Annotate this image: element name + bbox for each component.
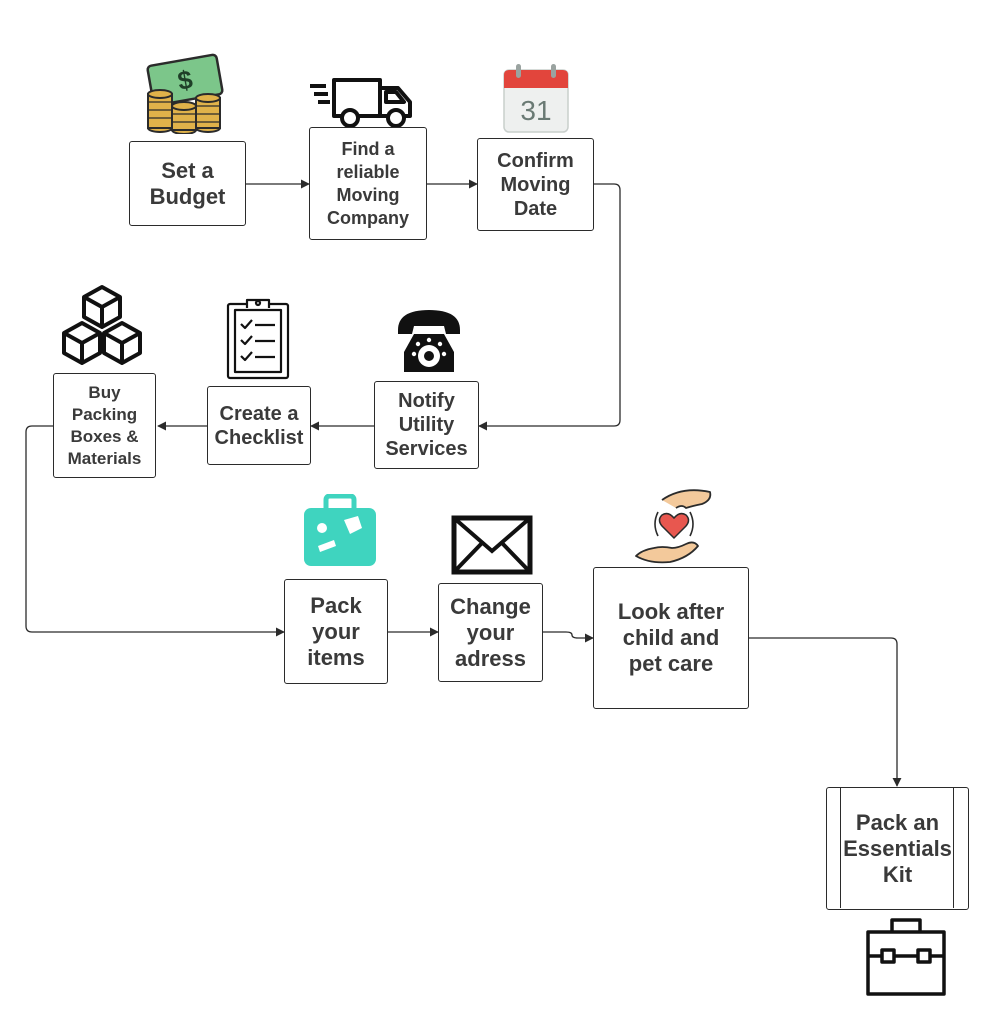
telephone-icon [398,310,460,372]
step-set-budget: Set a Budget [129,141,246,226]
process-bar-left [840,787,841,908]
step-pack-essentials-kit: Pack an Essentials Kit [826,787,969,910]
heart-hands-icon [635,489,712,564]
step-pack-your-items: Pack your items [284,579,388,684]
envelope-icon [451,515,533,575]
money-coins-icon: $ [146,53,224,134]
edge-date-to-utility [478,183,621,431]
toolbox-icon [866,918,946,996]
step-notify-utility-services: Notify Utility Services [374,381,479,469]
edge-address-to-care [543,631,594,643]
moving-truck-icon [310,78,412,128]
step-child-pet-care: Look after child and pet care [593,567,749,709]
calendar-icon: 31 [503,64,569,133]
calendar-day: 31 [520,95,551,126]
step-change-your-address: Change your adress [438,583,543,682]
edge-care-to-essentials [749,637,902,787]
step-create-checklist: Create a Checklist [207,386,311,465]
clipboard-checklist-icon [226,298,290,380]
svg-text:$: $ [175,64,195,96]
luggage-icon [304,494,376,566]
step-buy-packing-boxes: Buy Packing Boxes & Materials [53,373,156,478]
boxes-icon [62,285,142,365]
process-bar-right [953,787,954,908]
edge-boxes-to-pack-items [25,425,285,637]
step-confirm-moving-date: Confirm Moving Date [477,138,594,231]
step-find-moving-company: Find a reliable Moving Company [309,127,427,240]
